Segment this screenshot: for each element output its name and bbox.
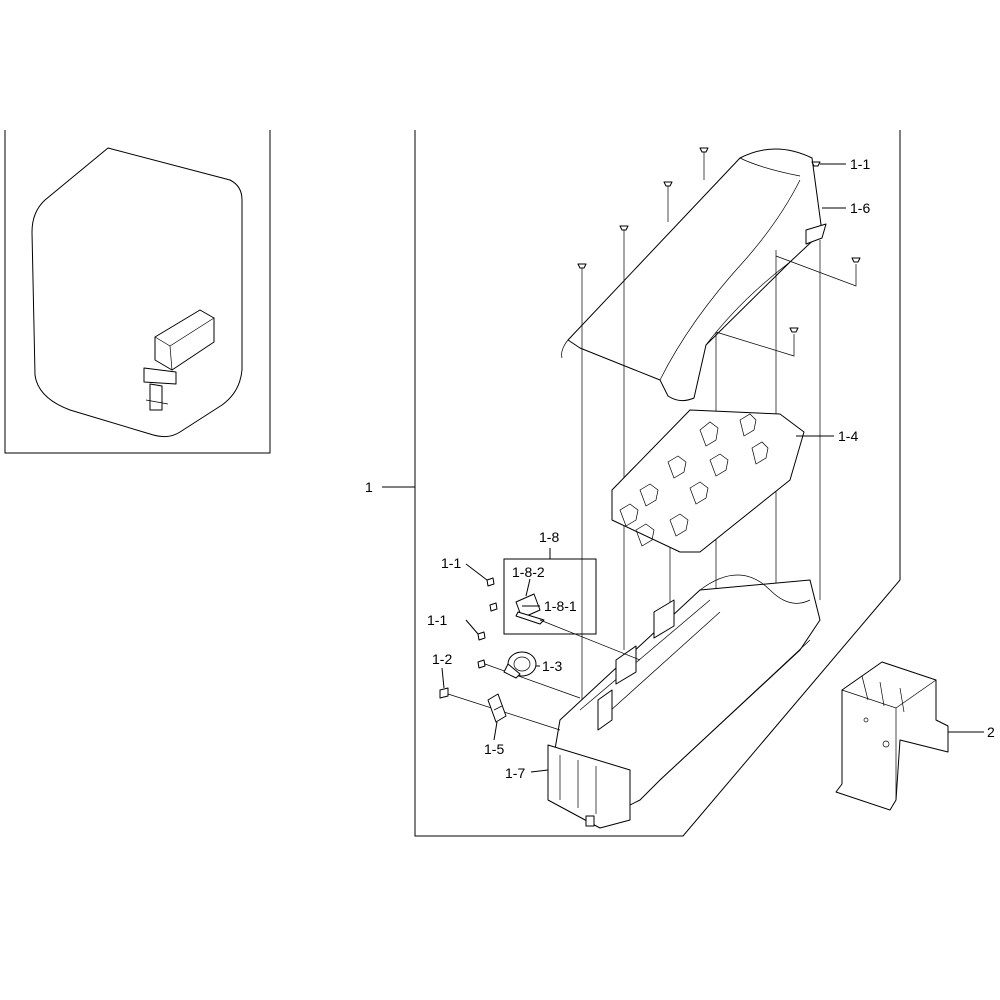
clip-bracket-part [487,693,507,723]
callout-1-1-top: 1-1 [850,156,870,172]
lower-housing-part [547,574,821,829]
inset-overview-panel [4,130,271,454]
callout-1: 1 [365,479,373,495]
mounting-bracket-part [835,661,949,811]
callout-1-7: 1-7 [505,765,525,781]
callout-1-1-left-b: 1-1 [427,612,447,628]
top-cover-screws [577,147,861,700]
callout-1-4: 1-4 [838,428,858,444]
assembly-boundary-frame [414,130,901,837]
inset-heater-assembly [143,309,215,411]
heater-plate-part [611,409,805,553]
callout-1-5: 1-5 [484,741,504,757]
callout-1-8-2: 1-8-2 [512,564,545,580]
thermostat-part [503,651,537,679]
callout-1-6: 1-6 [850,200,870,216]
callout-leaders [382,163,984,773]
callout-2: 2 [987,724,995,740]
callout-1-8: 1-8 [539,529,559,545]
callout-1-8-1: 1-8-1 [544,598,577,614]
top-cover-part [561,148,827,402]
callout-1-1-left-a: 1-1 [441,555,461,571]
callout-1-2: 1-2 [432,651,452,667]
callout-1-3: 1-3 [542,658,562,674]
